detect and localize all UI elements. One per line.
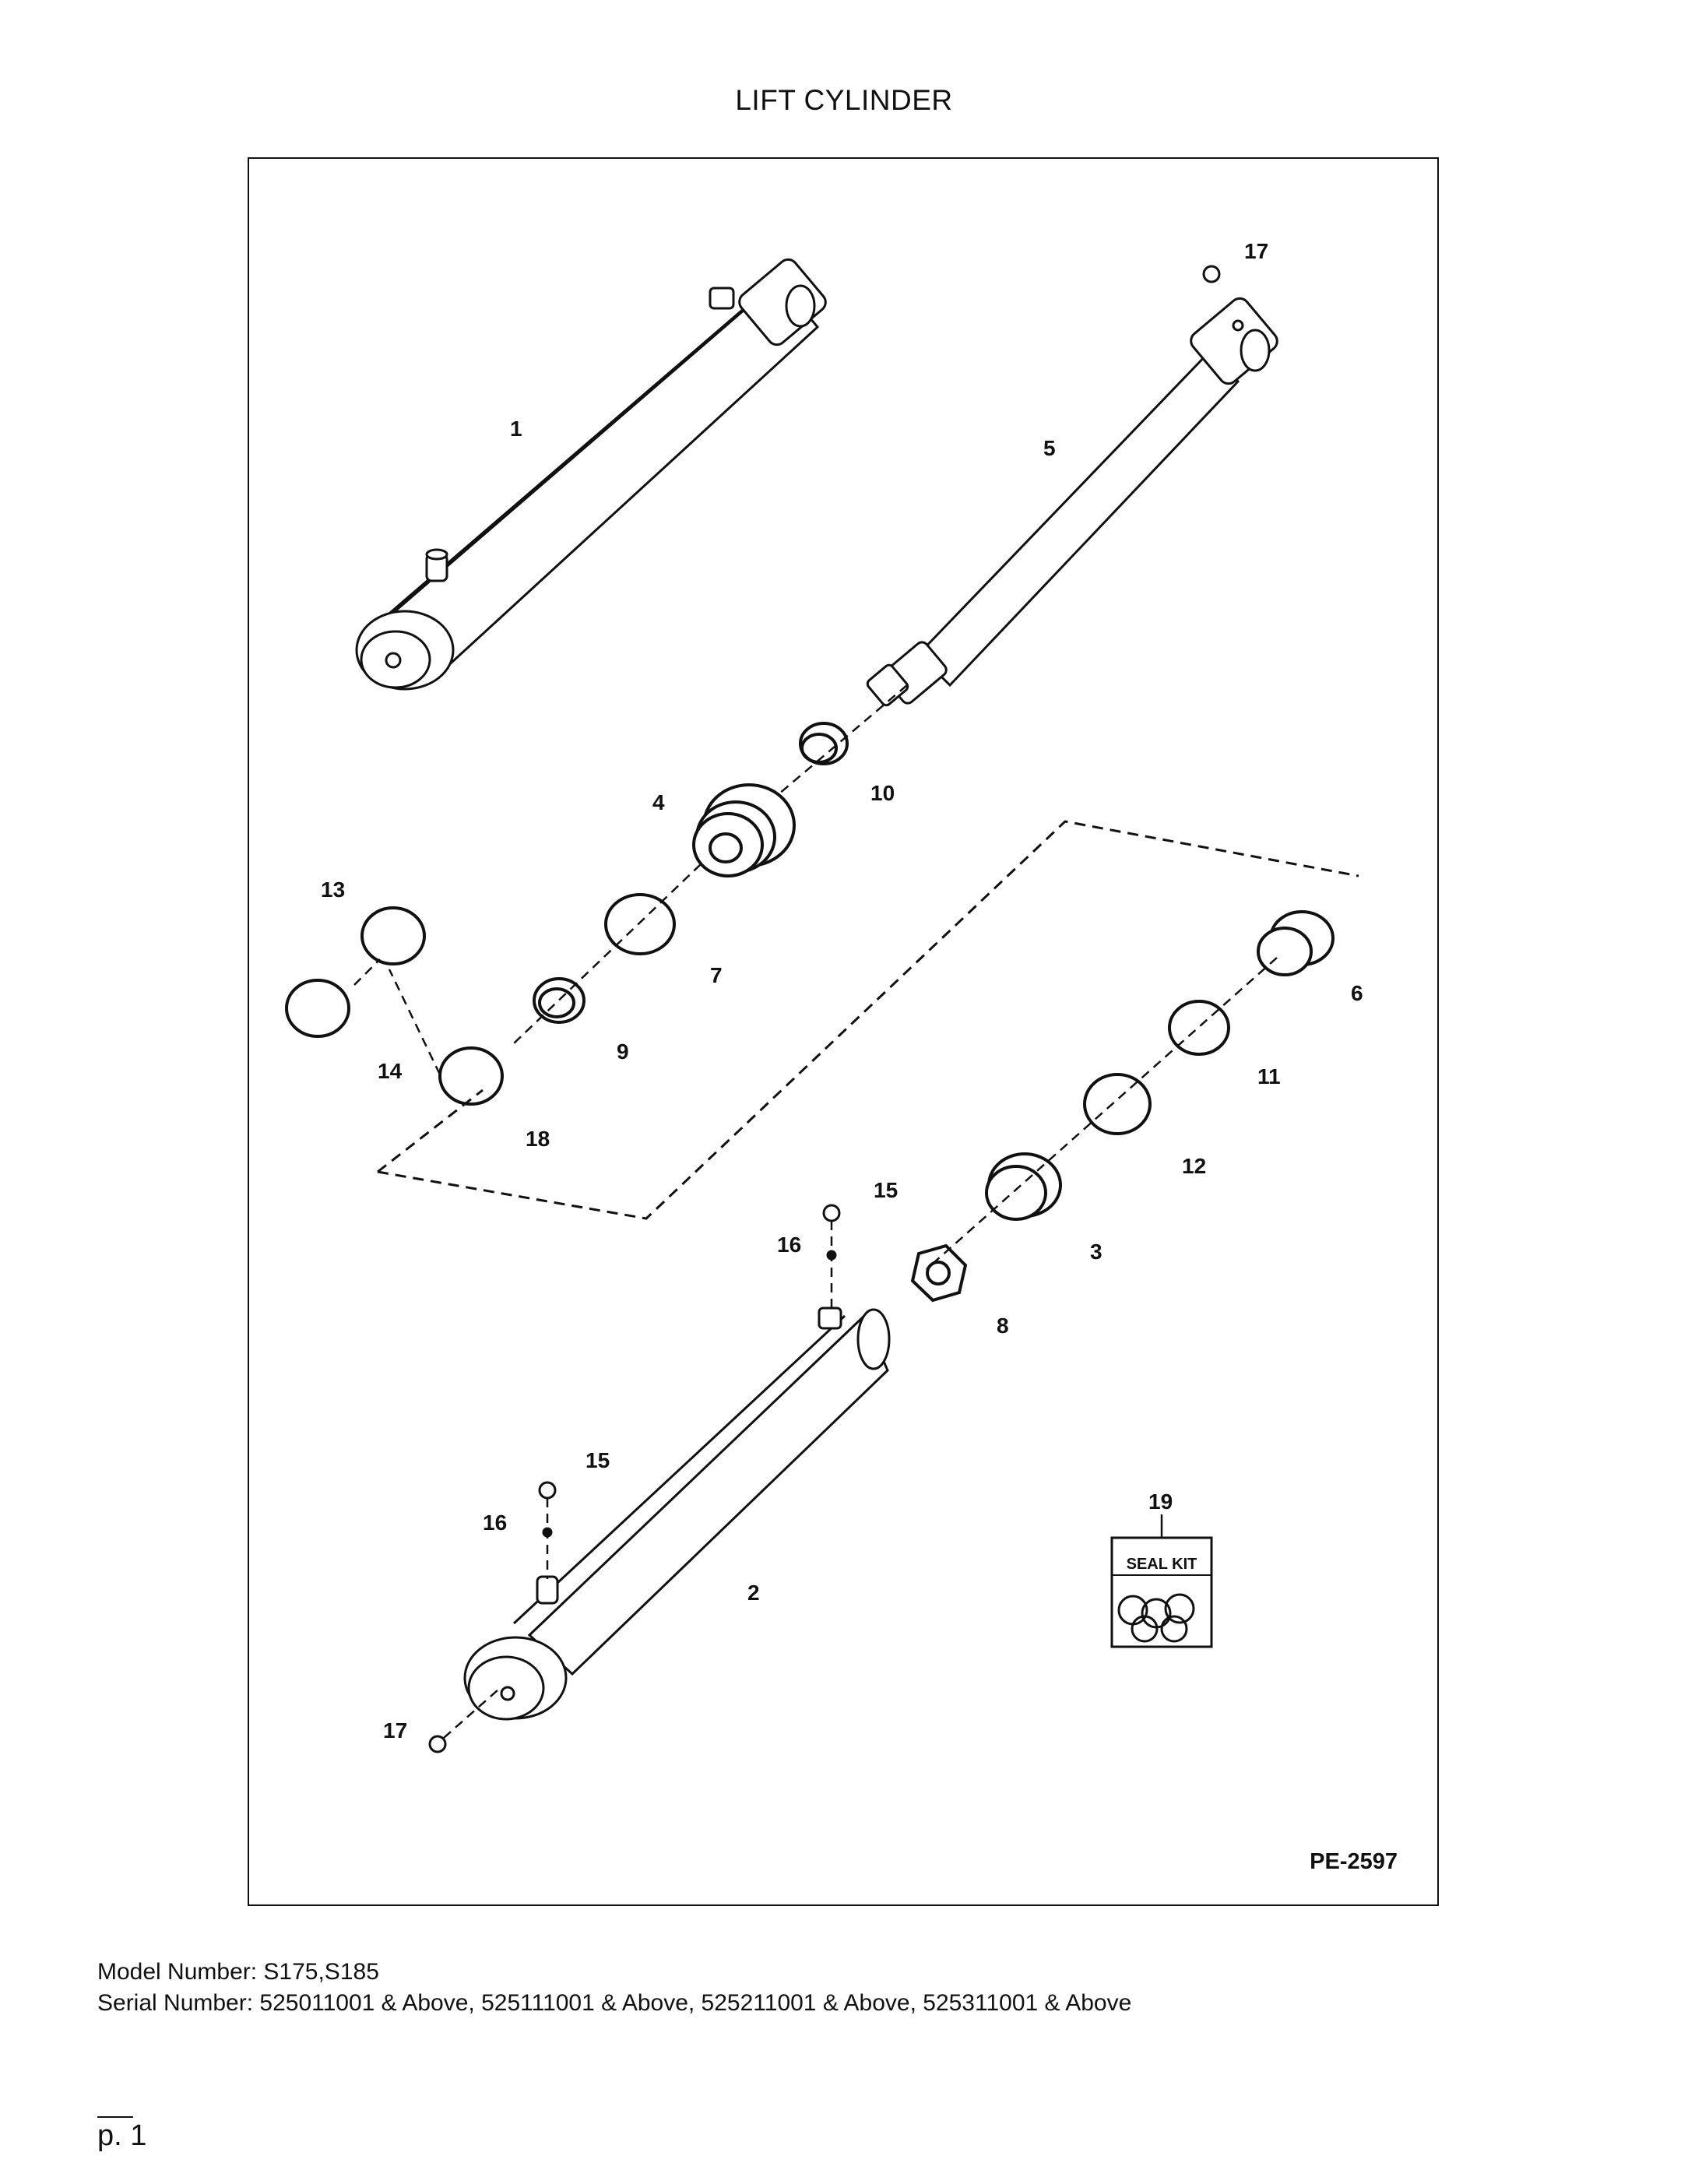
part-17-grease-fitting-lower	[428, 1735, 447, 1753]
callout-6: 6	[1351, 981, 1363, 1005]
part-2-barrel	[463, 1307, 891, 1721]
part-15-fitting-lower	[538, 1481, 557, 1500]
callout-4: 4	[652, 790, 665, 814]
callout-12: 12	[1182, 1154, 1206, 1178]
callout-17-upper: 17	[1244, 239, 1268, 263]
callout-16-upper: 16	[777, 1233, 801, 1257]
seal-kit-label: SEAL KIT	[1127, 1556, 1197, 1573]
callout-13: 13	[321, 877, 345, 902]
model-number-line: Model Number: S175,S185	[97, 1959, 379, 1985]
callout-15-lower: 15	[586, 1448, 610, 1472]
callout-5: 5	[1043, 436, 1056, 460]
callout-14: 14	[378, 1059, 403, 1083]
page-number: p. 1	[97, 2119, 147, 2152]
callout-3: 3	[1090, 1240, 1102, 1264]
callout-labels: 1 2 3 4 5 6 7 8 9 10 11 12 13 14 15 16 1…	[321, 239, 1363, 1743]
lower-kit-parts	[910, 910, 1335, 1303]
part-7-ring	[604, 893, 676, 955]
figure-id: PE-2597	[1310, 1849, 1398, 1874]
part-5-rod	[866, 297, 1278, 707]
callout-16-lower: 16	[483, 1511, 507, 1535]
callout-17-lower: 17	[383, 1718, 407, 1743]
callout-8: 8	[997, 1314, 1009, 1338]
part-14-ring	[285, 979, 350, 1038]
part-18-ring	[438, 1046, 504, 1106]
part-10-ring	[799, 722, 849, 765]
part-9-ring	[533, 977, 586, 1024]
alignment-lines	[353, 684, 1278, 1739]
fittings-15-16	[428, 1204, 841, 1753]
diagram-frame	[248, 157, 1439, 1906]
serial-number-line: Serial Number: 525011001 & Above, 525111…	[97, 1990, 1132, 2016]
exploded-parts-diagram: SEAL KIT 1 2 3 4 5 6 7 8 9 10 11 12 13 1…	[285, 239, 1398, 1874]
kit-boundary	[377, 820, 1359, 1220]
part-17-grease-fitting-upper	[1202, 265, 1221, 283]
callout-15-upper: 15	[874, 1178, 898, 1202]
part-12-ring	[1083, 1073, 1152, 1135]
part-15-fitting-upper	[822, 1204, 841, 1222]
callout-11: 11	[1257, 1064, 1281, 1088]
callout-2: 2	[747, 1581, 760, 1605]
callout-10: 10	[870, 781, 895, 805]
callout-18: 18	[526, 1127, 550, 1151]
callout-1: 1	[510, 417, 522, 441]
part-1-barrel	[355, 258, 827, 691]
part-13-ring	[360, 906, 426, 965]
part-4-piston	[692, 783, 796, 877]
page-rule	[97, 2116, 133, 2118]
seal-kit-box: SEAL KIT	[1110, 1514, 1213, 1648]
callout-19: 19	[1148, 1489, 1173, 1514]
page-title: LIFT CYLINDER	[735, 84, 953, 116]
callout-7: 7	[710, 963, 723, 987]
seal-rings-group	[285, 893, 676, 1106]
callout-9: 9	[617, 1039, 629, 1064]
